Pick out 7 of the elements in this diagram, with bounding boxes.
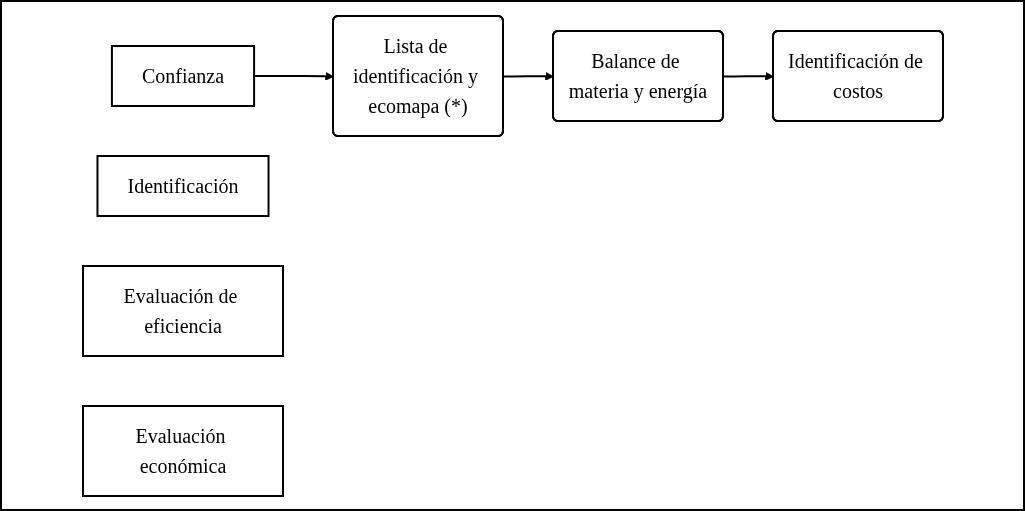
node-text: Lista de identificación y ecomapa (*): [352, 34, 478, 117]
node-box: Evaluación económica: [81, 404, 284, 497]
node-box: Identificación: [95, 154, 270, 217]
node-text: Identificación de costos: [787, 49, 923, 102]
node-text: Balance de materia y energía: [568, 49, 707, 102]
node-box: Evaluación de eficiencia: [81, 264, 284, 357]
node-box: Confianza: [110, 44, 255, 107]
